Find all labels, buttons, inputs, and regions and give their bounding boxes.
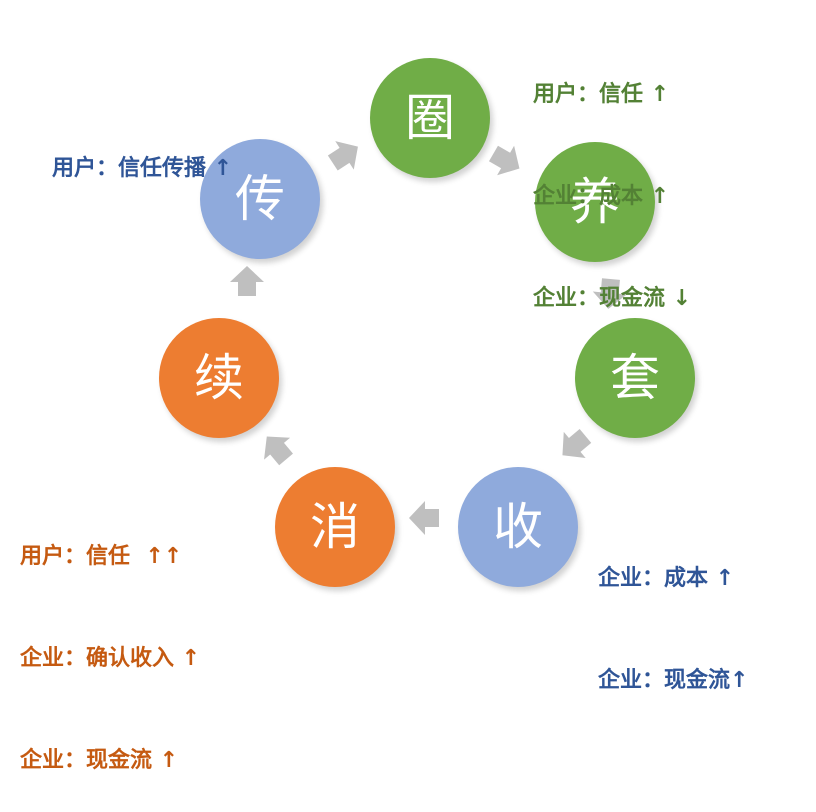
node-quan: 圈 [370,58,490,178]
arrow-xu-to-chuan [230,266,264,296]
note-bottom-right: 企业：成本 ↑ 企业：现金流↑ [598,494,748,732]
arrow-xiao-to-xu [264,436,293,466]
note-top-right: 用户：信任 ↑ 企业：成本 ↑ 企业：现金流 ↓ [533,10,691,350]
node-xiao: 消 [275,467,395,587]
node-xiao-label: 消 [310,498,360,556]
note-line: 企业：成本 ↑ [533,184,670,209]
node-xu-label: 续 [194,349,244,407]
node-tao-label: 套 [610,349,660,407]
note-line: 企业：确认收入 ↑ [20,646,201,671]
note-line: 企业：现金流 ↑ [20,748,179,773]
note-line: 用户：信任 ↑↑ [20,544,183,569]
node-chuan: 传 [200,139,320,259]
note-line: 企业：现金流↑ [598,668,749,693]
node-yang: 养 [535,142,655,262]
node-yang-label: 养 [570,173,620,231]
cycle-arrows [230,141,627,535]
arrow-yang-to-tao [592,278,627,309]
arrow-quan-to-yang [488,145,520,176]
node-shou-label: 收 [493,498,543,556]
node-xu: 续 [159,318,279,438]
node-shou: 收 [458,467,578,587]
note-line: 企业：成本 ↑ [598,566,735,591]
arrow-chuan-to-quan [327,141,358,171]
node-tao: 套 [575,318,695,438]
note-line: 用户：信任 ↑ [533,82,670,107]
note-top-left: 用户：信任传播 ↑ [52,84,232,220]
arrow-tao-to-shou [562,429,592,458]
node-quan-label: 圈 [405,89,455,147]
node-chuan-label: 传 [235,170,285,228]
note-bottom-left: 用户：信任 ↑↑ 企业：确认收入 ↑ 企业：现金流 ↑ [20,472,200,812]
note-line: 企业：现金流 ↓ [533,286,692,311]
note-line: 用户：信任传播 ↑ [52,156,233,181]
arrow-shou-to-xiao [409,501,439,535]
